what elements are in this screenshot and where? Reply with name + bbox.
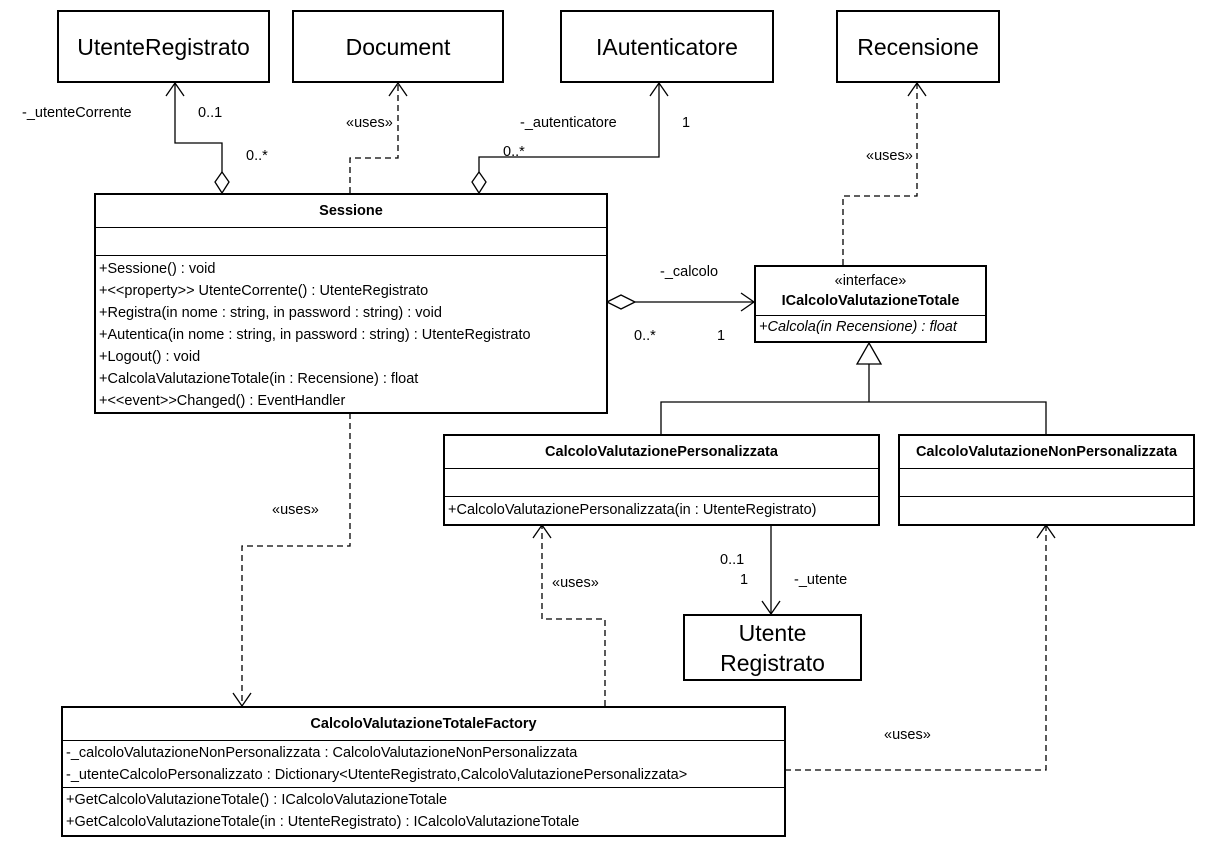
label-uses-non-personalizzata: «uses» <box>884 727 931 743</box>
attribute-row: -_calcoloValutazioneNonPersonalizzata : … <box>66 745 578 761</box>
operations-section <box>900 496 1193 524</box>
class-name-section: «interface» ICalcoloValutazioneTotale <box>756 267 985 315</box>
connector-uses-recensione <box>842 81 927 265</box>
class-name: CalcoloValutazioneTotaleFactory <box>310 716 537 732</box>
operation-row: +Registra(in nome : string, in password … <box>99 305 442 321</box>
label-utente-mult-source: 0..1 <box>720 552 745 568</box>
operations-section: +GetCalcoloValutazioneTotale() : ICalcol… <box>63 787 784 833</box>
class-calcolo-valutazione-non-personalizzata[interactable]: CalcoloValutazioneNonPersonalizzata <box>898 434 1195 526</box>
connector-utente <box>761 525 781 616</box>
connector-generalization <box>660 341 1047 434</box>
attributes-section <box>445 468 878 496</box>
class-document[interactable]: Document <box>292 10 504 83</box>
operation-row: +Sessione() : void <box>99 261 216 277</box>
class-utente-registrato-top[interactable]: UtenteRegistrato <box>57 10 270 83</box>
interface-icalcolo-valutazione-totale[interactable]: «interface» ICalcoloValutazioneTotale +C… <box>754 265 987 343</box>
class-name: CalcoloValutazioneNonPersonalizzata <box>915 444 1178 460</box>
attribute-row: -_utenteCalcoloPersonalizzato : Dictiona… <box>66 767 688 783</box>
operations-section: +Sessione() : void +<<property>> UtenteC… <box>96 255 606 412</box>
label-utente-mult-target: 1 <box>740 572 749 588</box>
operation-row: +CalcolaValutazioneTotale(in : Recension… <box>99 371 419 387</box>
class-name-line2: Registrato <box>720 649 825 676</box>
operation-row: +<<event>>Changed() : EventHandler <box>99 393 346 409</box>
class-calcolo-valutazione-personalizzata[interactable]: CalcoloValutazionePersonalizzata +Calcol… <box>443 434 880 526</box>
class-name-section: CalcoloValutazioneTotaleFactory <box>63 708 784 740</box>
class-iautenticatore[interactable]: IAutenticatore <box>560 10 774 83</box>
class-name: IAutenticatore <box>596 33 738 60</box>
connector-uses-factory <box>232 413 351 708</box>
class-name-section: CalcoloValutazionePersonalizzata <box>445 436 878 468</box>
operations-section: +Calcola(in Recensione) : float <box>756 315 985 338</box>
class-recensione[interactable]: Recensione <box>836 10 1000 83</box>
class-name-section: CalcoloValutazioneNonPersonalizzata <box>900 436 1193 468</box>
label-calcolo-mult-target: 1 <box>717 328 726 344</box>
class-name: UtenteRegistrato <box>77 33 250 60</box>
label-utente-corrente-mult-source: 0..* <box>246 148 268 164</box>
class-name: ICalcoloValutazioneTotale <box>781 293 960 309</box>
label-calcolo-mult-source: 0..* <box>634 328 656 344</box>
label-autenticatore-mult-source: 0..* <box>503 144 525 160</box>
label-uses-recensione: «uses» <box>866 148 913 164</box>
class-name: CalcoloValutazionePersonalizzata <box>545 444 778 460</box>
label-uses-personalizzata: «uses» <box>552 575 599 591</box>
class-name: Recensione <box>857 33 979 60</box>
label-uses-factory: «uses» <box>272 502 319 518</box>
operation-row: +<<property>> UtenteCorrente() : UtenteR… <box>99 283 429 299</box>
class-name: Document <box>345 33 451 60</box>
connector-uses-document <box>349 81 408 193</box>
label-autenticatore-role: -_autenticatore <box>520 115 617 131</box>
class-utente-registrato-bottom[interactable]: Utente Registrato <box>683 614 862 681</box>
connector-utente-corrente <box>165 81 230 195</box>
operation-row: +Logout() : void <box>99 349 201 365</box>
label-uses-document: «uses» <box>346 115 393 131</box>
connector-uses-personalizzata <box>532 523 606 706</box>
label-utente-corrente-role: -_utenteCorrente <box>22 105 132 121</box>
class-calcolo-valutazione-totale-factory[interactable]: CalcoloValutazioneTotaleFactory -_calcol… <box>61 706 786 837</box>
operation-row: +CalcoloValutazionePersonalizzata(in : U… <box>448 502 817 518</box>
attributes-section <box>96 227 606 255</box>
label-autenticatore-mult-target: 1 <box>682 115 691 131</box>
label-calcolo-role: -_calcolo <box>660 264 719 280</box>
stereotype-label: «interface» <box>834 273 907 289</box>
operations-section: +CalcoloValutazionePersonalizzata(in : U… <box>445 496 878 521</box>
attributes-section <box>900 468 1193 496</box>
label-utente-role: -_utente <box>794 572 848 588</box>
connector-autenticatore <box>471 81 669 195</box>
connector-calcolo <box>605 292 756 312</box>
class-name: Sessione <box>319 203 383 220</box>
operation-row: +GetCalcoloValutazioneTotale() : ICalcol… <box>66 792 448 808</box>
class-name-line1: Utente <box>738 619 807 646</box>
operation-row: +GetCalcoloValutazioneTotale(in : Utente… <box>66 814 580 830</box>
operation-row: +Autentica(in nome : string, in password… <box>99 327 531 343</box>
label-utente-corrente-mult-target: 0..1 <box>198 105 223 121</box>
class-sessione[interactable]: Sessione +Sessione() : void +<<property>… <box>94 193 608 414</box>
operation-row: +Calcola(in Recensione) : float <box>759 319 957 335</box>
class-name-section: Sessione <box>96 195 606 227</box>
attributes-section: -_calcoloValutazioneNonPersonalizzata : … <box>63 740 784 787</box>
